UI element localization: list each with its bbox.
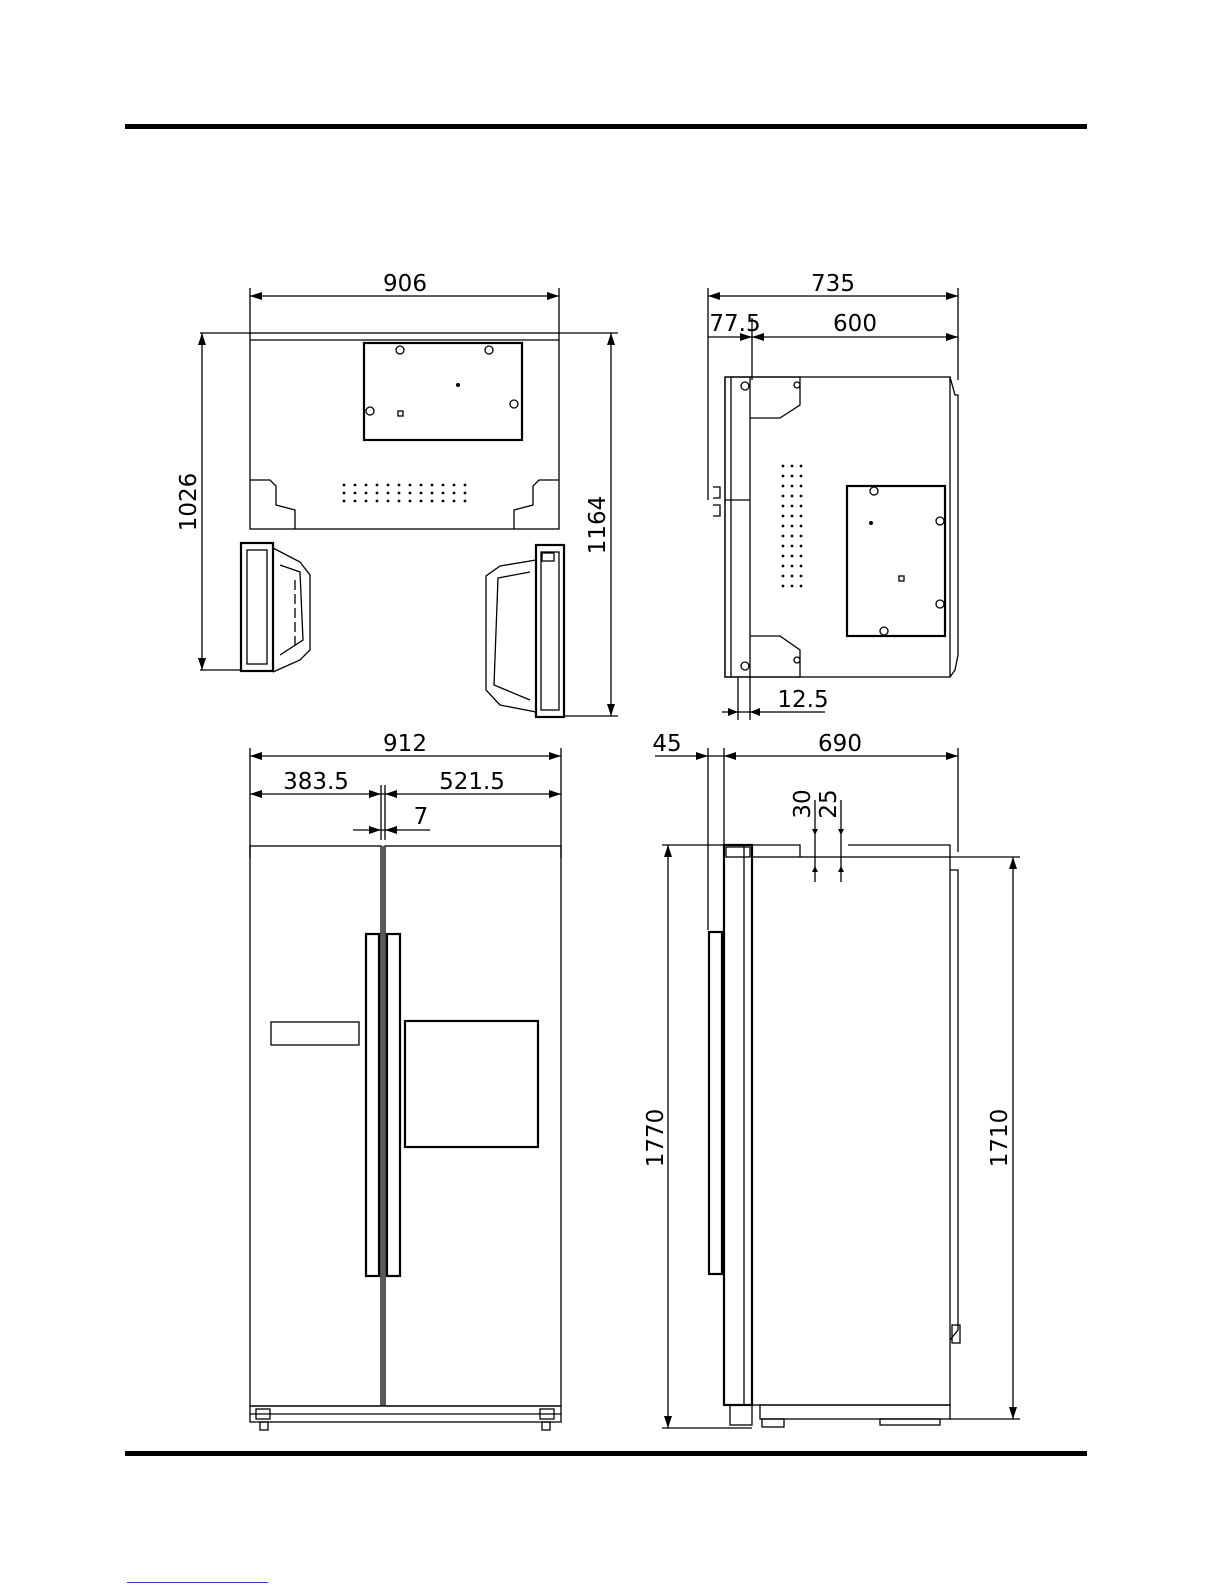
dim-right-door-521-5: 521.5: [439, 769, 505, 795]
dim-hinge-25: 25: [816, 789, 842, 818]
dim-cabinet-600: 600: [833, 311, 877, 337]
dim-gap-7: 7: [414, 804, 429, 830]
dim-depth-1026: 1026: [176, 473, 202, 532]
dim-door-77-5: 77.5: [709, 311, 760, 337]
vent-grid-top-right: [782, 465, 803, 588]
dim-door-45: 45: [652, 731, 681, 757]
dim-cabinet-690: 690: [818, 731, 862, 757]
dim-hinge-30: 30: [790, 789, 816, 818]
side-view: 45 690 30 25: [643, 731, 1020, 1428]
dim-height-1710: 1710: [987, 1109, 1013, 1168]
dim-depth-1164: 1164: [585, 496, 611, 555]
front-view: 912 383.5 521.5 7: [250, 731, 561, 1430]
top-left-view: 906: [176, 271, 618, 717]
dim-height-1770: 1770: [643, 1109, 669, 1168]
vent-grid-top-left: [343, 484, 467, 503]
dim-offset-12-5: 12.5: [777, 687, 828, 713]
top-right-view: 735 77.5 600: [708, 271, 958, 720]
dim-overall-735: 735: [811, 271, 855, 297]
dim-width-912: 912: [383, 731, 427, 757]
dim-left-door-383-5: 383.5: [283, 769, 349, 795]
dim-width-906: 906: [383, 271, 427, 297]
